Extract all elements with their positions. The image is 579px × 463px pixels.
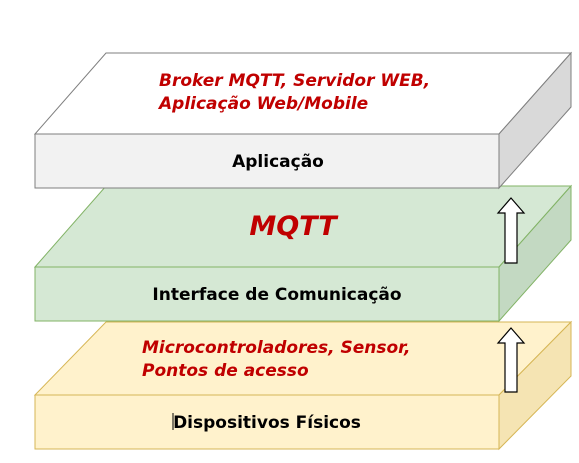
up-arrow-icon (496, 197, 526, 264)
layer-application-front-face (34, 133, 500, 189)
layer-physical-top-line-2: Pontos de acesso (142, 361, 309, 381)
up-arrow-icon (496, 327, 526, 393)
layer-application: Broker MQTT, Servidor WEB, Aplicação Web… (33, 51, 573, 190)
layer-communication-front-label: Interface de Comunicação (152, 285, 401, 305)
layer-physical-front-face (34, 394, 500, 450)
layer-application-top-line-2: Aplicação Web/Mobile (157, 94, 368, 114)
layer-application-front-label: Aplicação (232, 152, 324, 172)
up-arrow-upper (496, 197, 526, 264)
layer-physical-top-face (33, 321, 573, 396)
layer-physical-front-label: Dispositivos Físicos (173, 413, 361, 433)
layer-physical: Microcontroladores, Sensor, Pontos de ac… (33, 320, 573, 451)
layer-application-top-line-1: Broker MQTT, Servidor WEB, (159, 71, 430, 91)
layer-communication: MQTT Interface de Comunicação (33, 184, 573, 323)
up-arrow-lower (496, 327, 526, 393)
layer-physical-top-line-1: Microcontroladores, Sensor, (142, 338, 411, 358)
layer-communication-top-label: MQTT (249, 211, 339, 242)
layer-communication-front-face (34, 266, 500, 322)
